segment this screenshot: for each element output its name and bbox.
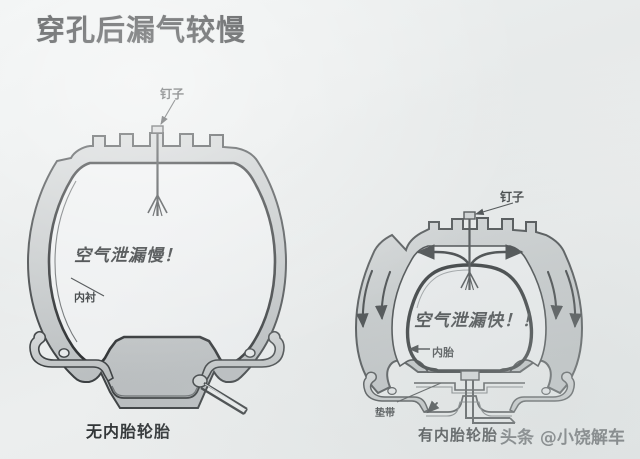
tubeless-valve-stem: [192, 374, 248, 416]
label-air-leak-fast: 空气泄漏快！！: [414, 311, 540, 331]
tubeless-inner-liner: [54, 180, 78, 343]
airflow-arrows-sidewalls: [356, 269, 582, 329]
tubetype-rim-profile: [424, 395, 514, 413]
tubeless-bead-core-right: [244, 348, 256, 358]
tubetype-bead-left: [362, 371, 429, 413]
tubetype-nail: [460, 211, 479, 291]
label-nail-right: 钉子: [500, 190, 525, 204]
tubeless-rim-profile-inner: [111, 385, 199, 397]
label-air-leak-slow: 空气泄漏慢！: [74, 246, 182, 266]
tubeless-nail: [147, 125, 168, 217]
label-rim-band: 垫带: [375, 408, 395, 419]
caption-tubeless-tire: 无内胎轮胎: [86, 422, 172, 441]
tubeless-bead-right: [200, 331, 285, 383]
airflow-arrows-crown: [416, 244, 524, 265]
tubetype-rim-profile-inner: [426, 401, 512, 417]
page-title: 穿孔后漏气较慢: [36, 13, 247, 47]
tubetype-tire-group: [354, 202, 584, 424]
tubetype-bead-core-right: [541, 387, 551, 396]
inner-tube-highlight: [416, 269, 470, 309]
tubeless-tire-group: [26, 99, 288, 416]
rim-band-inner: [416, 386, 523, 394]
label-nail-left: 钉子: [160, 87, 185, 101]
tubeless-liner-leader: [70, 277, 105, 297]
label-inner-liner: 内衬: [74, 291, 96, 304]
rim-band: [414, 382, 525, 391]
tubetype-bead-core-left: [387, 387, 397, 396]
tubetype-valve-stem: [460, 370, 516, 424]
label-inner-tube: 内胎: [432, 346, 454, 359]
tubeless-rim-profile: [107, 380, 203, 399]
tubeless-bead-left: [29, 331, 114, 383]
airflow-arrow-bottom: [426, 400, 440, 414]
rim-band-leader: [396, 382, 442, 403]
watermark: 头条 @小饶解车: [500, 428, 625, 448]
tubeless-nail-leader: [160, 99, 176, 125]
tubetype-bead-right: [509, 371, 576, 413]
tubetype-nail-leader: [474, 202, 514, 215]
caption-tubetype-tire: 有内胎轮胎: [418, 426, 499, 444]
tubeless-bead-core-left: [58, 348, 70, 358]
